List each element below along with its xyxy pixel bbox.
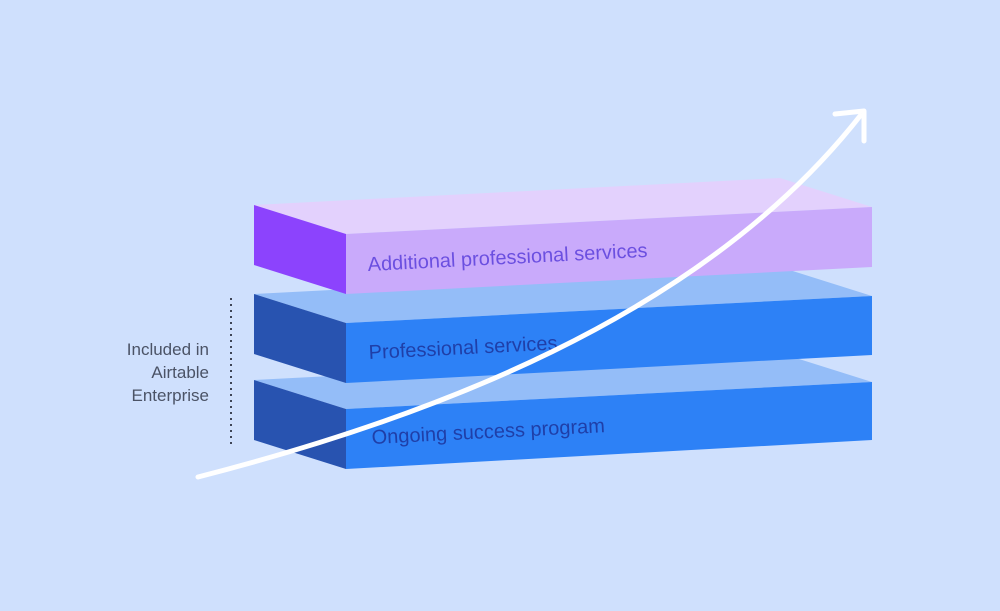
layer-ongoing-success: Ongoing success program: [254, 353, 872, 469]
included-note-line: Included in: [126, 340, 209, 359]
included-note-line: Enterprise: [131, 386, 209, 405]
layer-top-face: [254, 178, 872, 234]
included-note-line: Airtable: [151, 363, 209, 382]
layer-left-face: [254, 294, 346, 383]
layer-front-face: [346, 382, 872, 469]
included-note: Included in Airtable Enterprise: [90, 338, 209, 407]
layer-front-face: [346, 207, 872, 294]
layer-front-face: [346, 296, 872, 383]
layer-top-face: [254, 353, 872, 409]
layer-top-face: [254, 267, 872, 323]
layer-professional-services: Professional services: [254, 267, 872, 383]
layer-left-face: [254, 205, 346, 294]
layer-left-face: [254, 380, 346, 469]
layer-additional-services: Additional professional services: [254, 178, 872, 294]
growth-arrow-icon: [195, 108, 867, 480]
